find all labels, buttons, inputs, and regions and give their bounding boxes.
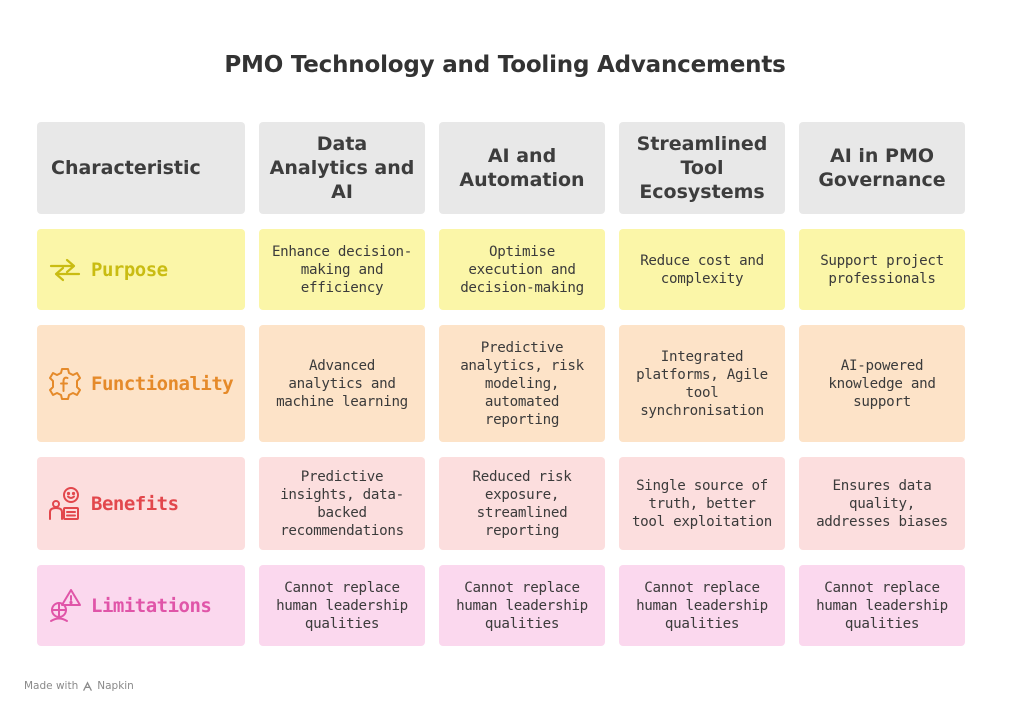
cell-purpose-ai-governance: Support project professionals	[799, 229, 965, 310]
row-label-purpose: Purpose	[37, 229, 245, 310]
cell-purpose-ai-automation: Optimise execution and decision-making	[439, 229, 605, 310]
cell-limitations-ai-automation: Cannot replace human leadership qualitie…	[439, 565, 605, 646]
row-label-functionality: Functionality	[37, 325, 245, 442]
happy-person-icon	[49, 486, 79, 520]
cell-limitations-tool-ecosystems: Cannot replace human leadership qualitie…	[619, 565, 785, 646]
cell-functionality-tool-ecosystems: Integrated platforms, Agile tool synchro…	[619, 325, 785, 442]
footer-brand: Napkin	[97, 680, 134, 692]
cell-limitations-ai-governance: Cannot replace human leadership qualitie…	[799, 565, 965, 646]
row-label-text: Functionality	[91, 372, 234, 395]
cell-benefits-ai-governance: Ensures data quality, addresses biases	[799, 457, 965, 550]
cell-benefits-data-analytics: Predictive insights, data-backed recomme…	[259, 457, 425, 550]
row-label-benefits: Benefits	[37, 457, 245, 550]
cell-purpose-data-analytics: Enhance decision-making and efficiency	[259, 229, 425, 310]
row-label-text: Limitations	[91, 594, 212, 617]
cell-purpose-tool-ecosystems: Reduce cost and complexity	[619, 229, 785, 310]
napkin-logo-icon	[83, 680, 93, 691]
header-ai-governance: AI in PMO Governance	[799, 122, 965, 214]
header-ai-automation: AI and Automation	[439, 122, 605, 214]
header-data-analytics: Data Analytics and AI	[259, 122, 425, 214]
row-label-text: Purpose	[91, 258, 168, 281]
cell-functionality-data-analytics: Advanced analytics and machine learning	[259, 325, 425, 442]
cell-limitations-data-analytics: Cannot replace human leadership qualitie…	[259, 565, 425, 646]
cell-functionality-ai-governance: AI-powered knowledge and support	[799, 325, 965, 442]
footer-attribution: Made with Napkin	[24, 680, 134, 692]
cell-benefits-tool-ecosystems: Single source of truth, better tool expl…	[619, 457, 785, 550]
function-gear-icon	[49, 367, 81, 400]
row-label-limitations: Limitations	[37, 565, 245, 646]
footer-made-with: Made with	[24, 680, 79, 692]
header-tool-ecosystems: Streamlined Tool Ecosystems	[619, 122, 785, 214]
cell-benefits-ai-automation: Reduced risk exposure, streamlined repor…	[439, 457, 605, 550]
warning-person-icon	[50, 588, 81, 622]
page-title: PMO Technology and Tooling Advancements	[224, 52, 786, 78]
header-characteristic: Characteristic	[37, 122, 245, 214]
row-label-text: Benefits	[91, 492, 179, 515]
cell-functionality-ai-automation: Predictive analytics, risk modeling, aut…	[439, 325, 605, 442]
arrows-icon	[49, 258, 81, 281]
